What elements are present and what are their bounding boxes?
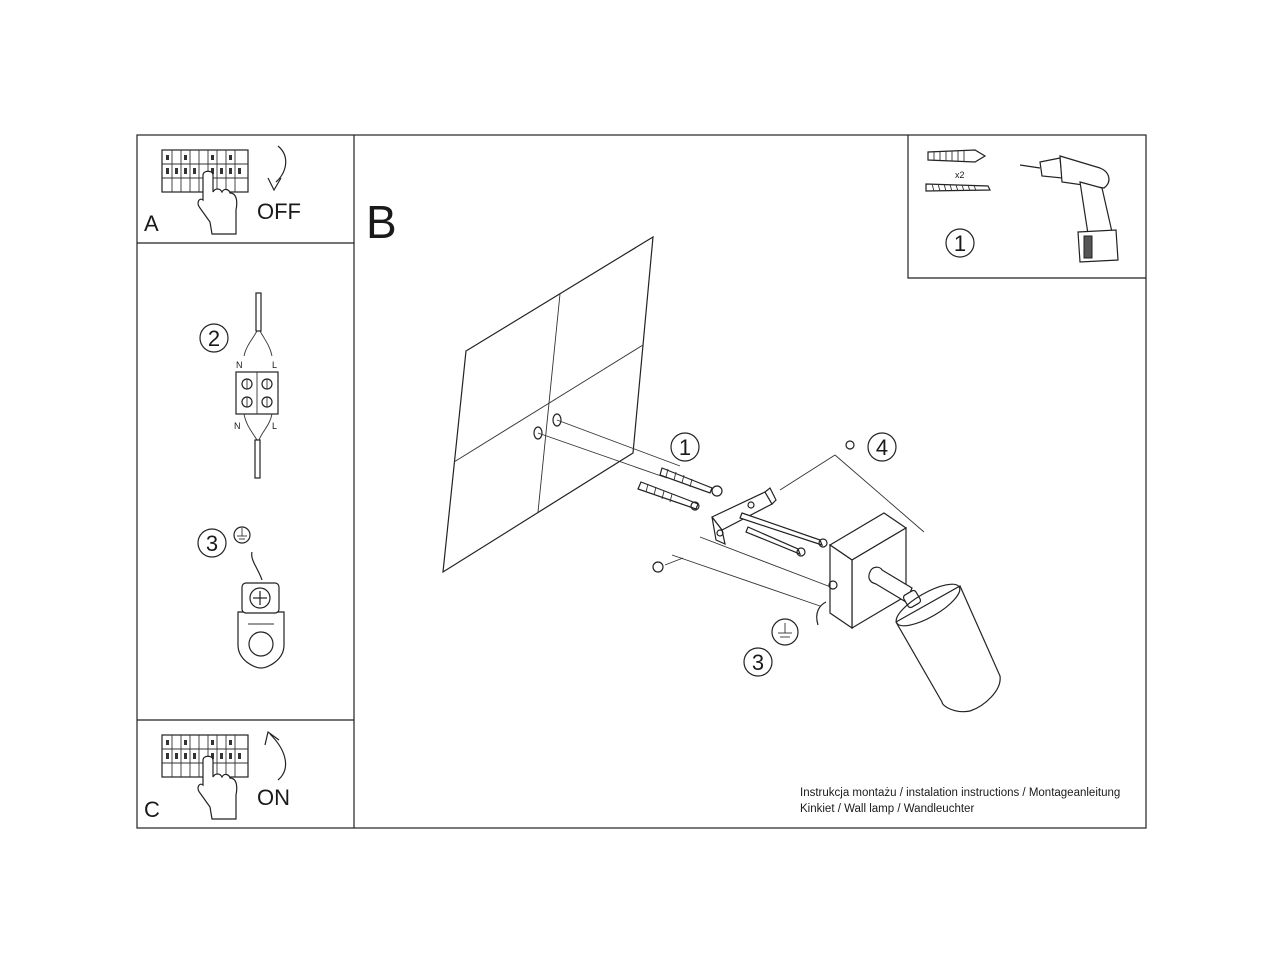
panel-c: C ON <box>144 730 290 822</box>
rotate-arrow-head <box>267 177 282 192</box>
neutral-bottom-label: N <box>234 421 241 431</box>
panel-a-letter: A <box>144 211 159 236</box>
quantity-label: x2 <box>955 170 965 180</box>
wall-plug-icon <box>927 149 987 163</box>
hand-icon <box>197 755 238 820</box>
sheet-frame <box>136 134 1147 829</box>
ground-terminal-icon <box>237 582 285 669</box>
cable-bottom <box>254 439 261 479</box>
screw-icon <box>652 440 855 573</box>
lamp-body-icon <box>828 512 1001 713</box>
live-bottom-label: L <box>272 421 277 431</box>
on-label: ON <box>257 785 290 810</box>
caption-line-2: Kinkiet / Wall lamp / Wandleuchter <box>800 803 974 815</box>
wiring-step: 2 N L N L <box>199 292 279 479</box>
step-4-label: 4 <box>876 435 888 460</box>
step-3-lamp-label: 3 <box>752 650 764 675</box>
ground-symbol-icon <box>233 526 251 544</box>
drill-icon <box>1019 155 1119 263</box>
off-label: OFF <box>257 199 301 224</box>
panel-c-letter: C <box>144 797 160 822</box>
rotate-arrow-icon <box>269 733 287 781</box>
terminal-block-icon <box>235 371 279 415</box>
step-2-label: 2 <box>208 326 220 351</box>
wall-plate-icon <box>442 235 681 574</box>
rotate-arrow-head <box>264 730 280 746</box>
screw-icon <box>925 183 991 192</box>
step-1-label: 1 <box>679 435 691 460</box>
caption-line-1: Instrukcja montażu / instalation instruc… <box>800 787 1120 799</box>
assembly-guide-lines <box>671 454 925 607</box>
tools-step-label: 1 <box>954 231 966 256</box>
neutral-top-label: N <box>236 360 243 370</box>
ground-step-lamp: 3 <box>743 601 827 677</box>
panel-a: A OFF <box>144 145 301 236</box>
panel-b-letter: B <box>366 196 397 248</box>
rotate-arrow-icon <box>275 145 287 183</box>
cable-top <box>255 292 262 332</box>
wall-plug-icon <box>637 467 723 511</box>
tools-box: x2 1 <box>925 149 1119 263</box>
mounting-bracket-icon <box>711 487 777 546</box>
ground-step: 3 <box>197 526 285 669</box>
hand-icon <box>197 170 238 235</box>
step-3-label: 3 <box>206 531 218 556</box>
live-top-label: L <box>272 360 277 370</box>
